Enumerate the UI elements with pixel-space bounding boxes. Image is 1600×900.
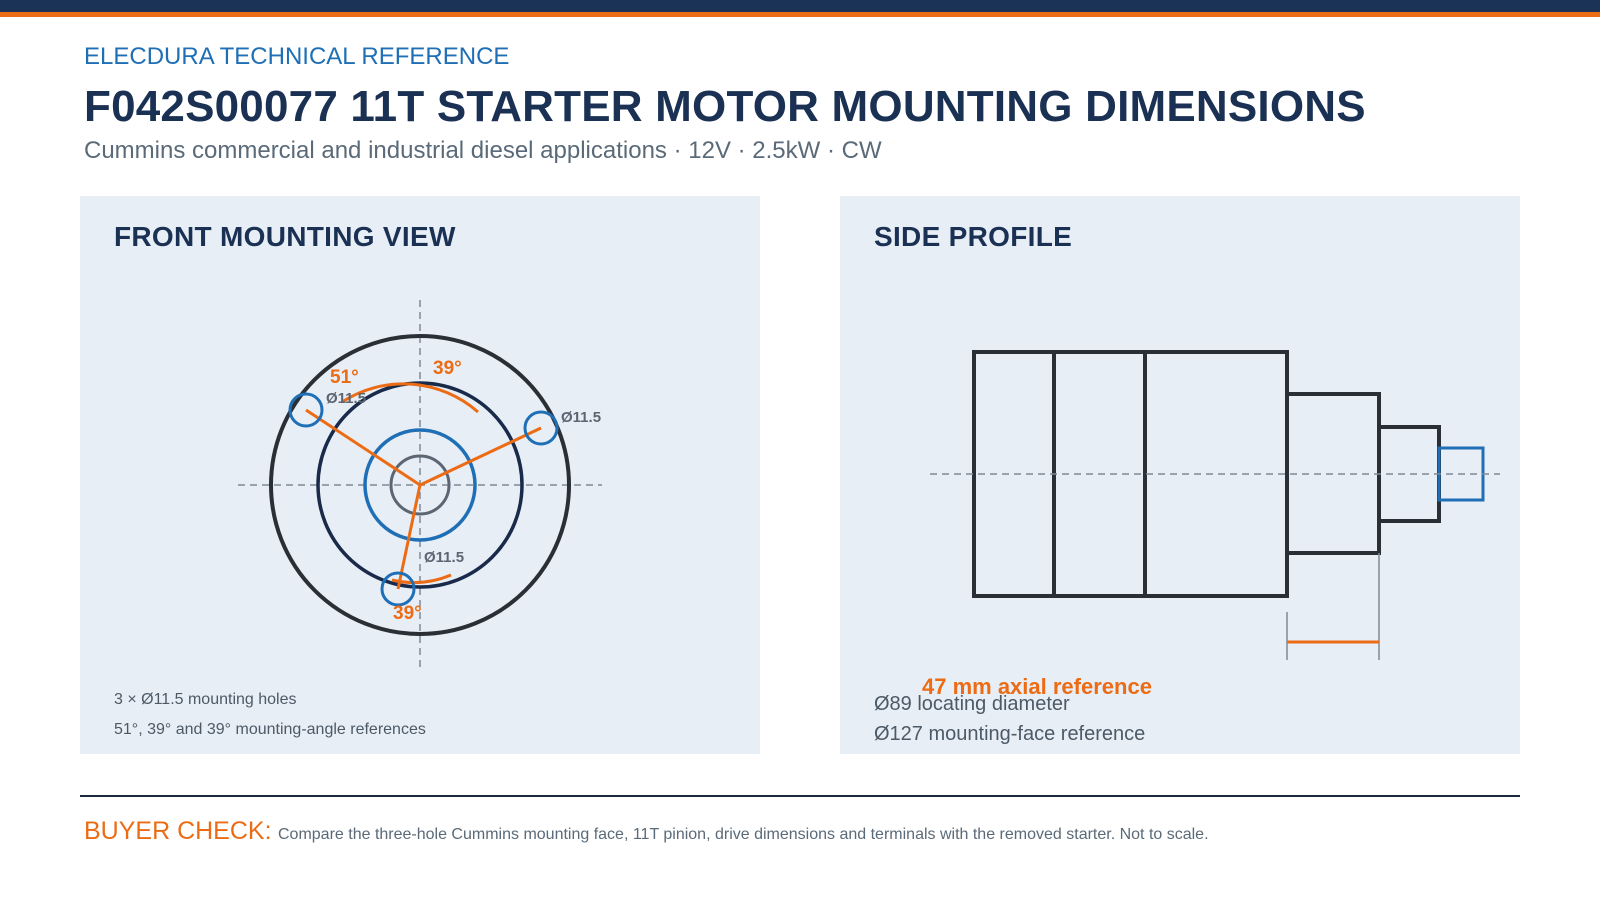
top-accent-bar-orange [0, 12, 1600, 17]
pinion-hub-circle [389, 454, 451, 516]
mounting-hole-1 [288, 392, 324, 428]
side-profile-drawing [930, 350, 1500, 660]
hole-3-diameter-label: Ø11.5 [424, 549, 464, 566]
footer-divider [80, 795, 1520, 797]
note-mounting-angles: 51°, 39° and 39° mounting-angle referenc… [114, 721, 426, 738]
buyer-check-label: BUYER CHECK: [84, 817, 272, 845]
buyer-check-footer: BUYER CHECK: Compare the three-hole Cumm… [84, 817, 1209, 846]
locating-diameter-circle [363, 428, 477, 542]
front-mounting-view-panel: FRONT MOUNTING VIEW Ø11.5 Ø11.5 [80, 196, 760, 754]
front-mounting-drawing: Ø11.5 Ø11.5 Ø11.5 51° 39° 39° [238, 300, 602, 668]
radial-line-hole-2 [419, 426, 542, 487]
side-profile-panel: SIDE PROFILE 47 mm axial reference Ø89 l… [840, 196, 1520, 754]
note-locating-diameter: Ø89 locating diameter [874, 693, 1070, 715]
buyer-check-text: Compare the three-hole Cummins mounting … [278, 826, 1209, 843]
page-subtitle: Cummins commercial and industrial diesel… [84, 137, 882, 164]
radial-line-hole-3 [396, 484, 422, 590]
radial-line-hole-1 [305, 408, 421, 487]
hole-2-diameter-label: Ø11.5 [561, 409, 601, 426]
outer-flange-circle [269, 334, 571, 636]
note-mounting-face: Ø127 mounting-face reference [874, 723, 1146, 745]
side-profile-title: SIDE PROFILE [874, 221, 1073, 252]
mounting-hole-3 [380, 571, 416, 607]
brand-eyebrow: ELECDURA TECHNICAL REFERENCE [84, 43, 510, 70]
angle-label-51: 51° [330, 367, 359, 388]
mounting-hole-2 [523, 410, 559, 446]
angle-arc-upper [341, 382, 479, 414]
top-accent-bar-navy [0, 0, 1600, 12]
angle-label-39-upper: 39° [433, 358, 462, 379]
page-title: F042S00077 11T STARTER MOTOR MOUNTING DI… [84, 82, 1366, 131]
inner-pilot-circle [316, 381, 524, 589]
front-view-title: FRONT MOUNTING VIEW [114, 221, 456, 252]
axial-reference-label: 47 mm axial reference [922, 674, 1152, 699]
angle-label-39-lower: 39° [393, 603, 422, 624]
hole-1-diameter-label: Ø11.5 [326, 390, 366, 407]
angle-arc-lower [391, 573, 452, 585]
note-mounting-holes: 3 × Ø11.5 mounting holes [114, 691, 297, 708]
